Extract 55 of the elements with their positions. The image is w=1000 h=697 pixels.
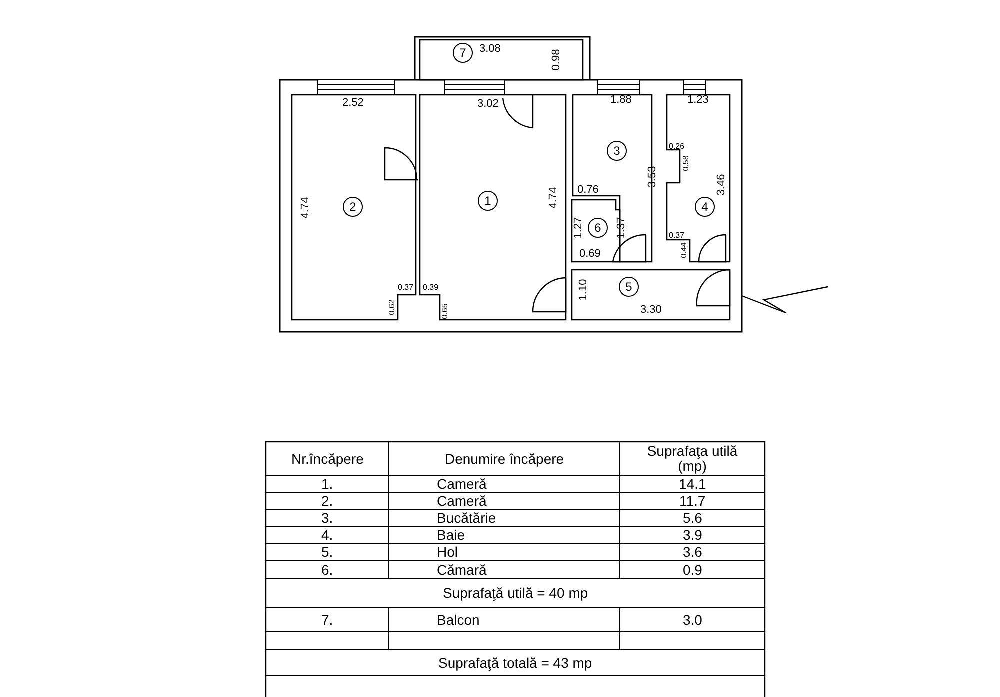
dimension-text: 3.02 xyxy=(478,98,499,110)
dimension-text: 3.46 xyxy=(715,174,728,196)
room-number: 4 xyxy=(695,197,715,217)
dimension-text: 0.58 xyxy=(681,155,690,171)
room-name: Hol xyxy=(437,545,458,560)
dimension-text: 2.52 xyxy=(342,97,364,109)
dimension-text: 1.23 xyxy=(688,94,709,106)
column-header: Suprafaţa utilă (mp) xyxy=(646,444,739,474)
area-value: 3.9 xyxy=(683,528,702,543)
dimension-text: 4.74 xyxy=(299,197,312,219)
dimension-text: 1.88 xyxy=(610,94,632,106)
total-area-text: Suprafaţă utilă = 40 mp xyxy=(443,586,588,601)
column-header: Nr.încăpere xyxy=(292,452,364,466)
room-index: 7. xyxy=(322,612,334,628)
dimension-text: 0.69 xyxy=(580,248,601,260)
dimension-text: 0.65 xyxy=(440,303,450,319)
dimension-text: 1.10 xyxy=(577,279,590,301)
room-index: 1. xyxy=(322,477,334,492)
area-value: 3.0 xyxy=(683,612,702,628)
room-name: Cameră xyxy=(437,494,487,509)
room-number: 5 xyxy=(619,277,639,297)
area-value: 5.6 xyxy=(683,511,702,526)
room-index: 4. xyxy=(322,528,334,543)
area-value: 0.9 xyxy=(683,562,702,578)
dimension-text: 0.39 xyxy=(423,282,439,292)
room-name: Cămară xyxy=(437,562,487,578)
room-index: 6. xyxy=(322,562,334,578)
dimension-text: 3.30 xyxy=(640,304,662,316)
dimension-text: 4.74 xyxy=(547,187,560,209)
area-value: 3.6 xyxy=(683,545,702,560)
dimension-text: 1.27 xyxy=(572,217,584,239)
room-number: 6 xyxy=(588,218,608,238)
room-name: Baie xyxy=(437,528,466,543)
room-name: Cameră xyxy=(437,477,487,492)
room-number: 7 xyxy=(453,43,473,63)
room-number: 2 xyxy=(343,197,363,217)
room-index: 5. xyxy=(322,545,334,560)
dimension-text: 0.37 xyxy=(669,230,685,240)
room-index: 2. xyxy=(322,494,334,509)
dimension-text: 0.44 xyxy=(679,242,688,258)
room-name: Balcon xyxy=(437,612,480,628)
dimension-text: 3.08 xyxy=(480,43,501,55)
area-value: 14.1 xyxy=(679,477,706,492)
dimension-text: 0.76 xyxy=(578,184,599,196)
room-index: 3. xyxy=(322,511,334,526)
column-header: Denumire încăpere xyxy=(445,452,564,466)
dimension-text: 0.26 xyxy=(669,142,685,150)
area-value: 11.7 xyxy=(680,494,706,509)
dimension-text: 0.98 xyxy=(550,49,562,71)
dimension-text: 0.62 xyxy=(387,299,396,315)
total-area-text: Suprafaţă totală = 43 mp xyxy=(438,656,592,670)
room-name: Bucătărie xyxy=(437,511,496,526)
room-number: 1 xyxy=(478,191,498,211)
dimension-text: 0.37 xyxy=(398,282,414,292)
room-number: 3 xyxy=(607,141,627,161)
